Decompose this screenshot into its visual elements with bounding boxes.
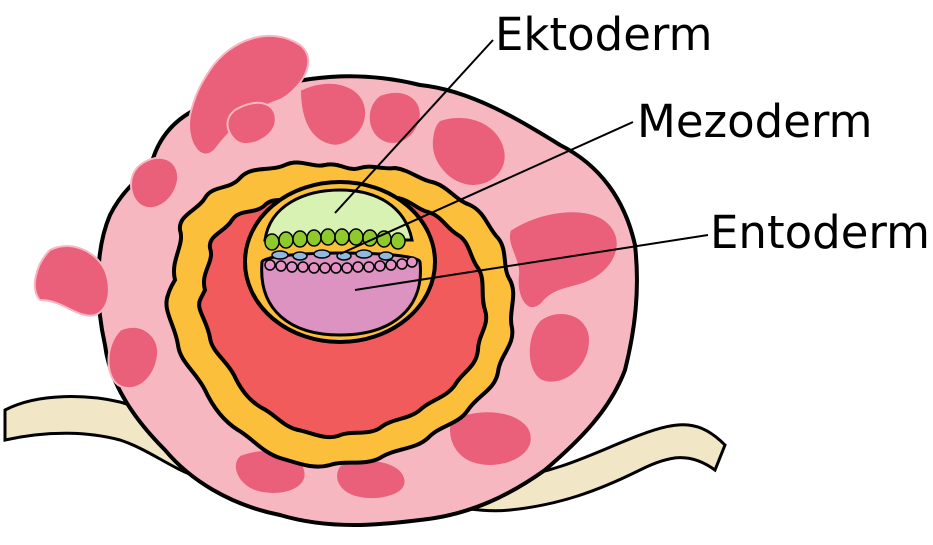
ectoderm-cell <box>307 230 321 246</box>
endoderm-cell <box>320 263 330 273</box>
endoderm-cell <box>407 257 417 267</box>
ectoderm-cell <box>265 234 279 250</box>
endoderm-cell <box>265 260 275 270</box>
endoderm-label: Entoderm <box>710 206 930 259</box>
ectoderm-cell <box>279 232 293 248</box>
endoderm-cell <box>309 263 319 273</box>
ectoderm-cell <box>293 231 307 247</box>
endoderm-cell <box>397 259 407 269</box>
ectoderm-cell <box>349 229 363 245</box>
endoderm-cell <box>364 262 374 272</box>
mesoderm-cell <box>356 250 372 258</box>
endoderm-cell <box>375 261 385 271</box>
mesoderm-cell <box>272 251 288 259</box>
ectoderm-cell <box>335 229 349 245</box>
mesoderm-label: Mezoderm <box>637 95 872 148</box>
mesoderm-cell <box>379 252 393 260</box>
mesoderm-cell <box>314 250 330 258</box>
endoderm-cell <box>287 262 297 272</box>
endoderm-cell <box>298 262 308 272</box>
ectoderm-cell <box>321 229 335 245</box>
ectoderm-label: Ektoderm <box>495 8 712 61</box>
endoderm-cell <box>276 261 286 271</box>
ectoderm-cell <box>391 233 405 249</box>
decidua-patch <box>336 460 405 499</box>
endoderm-cell <box>353 262 363 272</box>
endoderm-cell <box>386 260 396 270</box>
endoderm-cell <box>342 263 352 273</box>
mesoderm-cell <box>293 252 307 260</box>
endoderm-cell <box>331 263 341 273</box>
